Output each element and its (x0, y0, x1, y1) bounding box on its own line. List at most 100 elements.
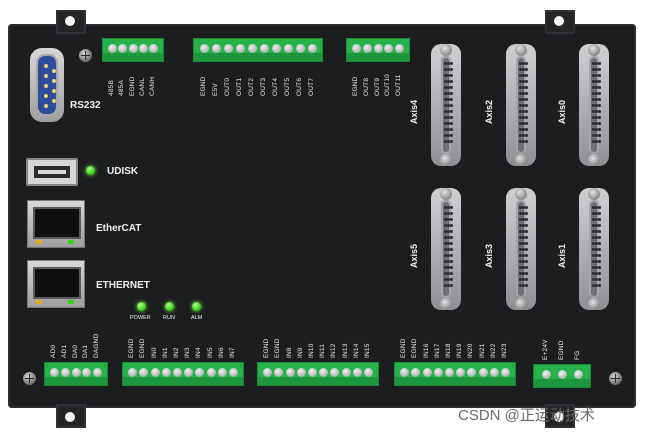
mounting-tab (545, 10, 575, 34)
terminal-screw-icon[interactable] (422, 368, 432, 377)
terminal-screw-icon[interactable] (285, 368, 295, 377)
bolt-icon (588, 44, 600, 56)
mounting-hole (554, 16, 564, 26)
terminal-screw-icon[interactable] (172, 368, 182, 377)
terminal-screw-icon[interactable] (161, 368, 171, 377)
terminal-screw-icon[interactable] (330, 368, 340, 377)
terminal-screw-icon[interactable] (352, 368, 362, 377)
terminal-screw-icon[interactable] (247, 44, 257, 53)
terminal-screw-icon[interactable] (373, 44, 383, 53)
terminal-screw-icon[interactable] (295, 44, 305, 53)
terminal-screw-icon[interactable] (107, 44, 117, 53)
terminal-pin-label: OUT5 (283, 77, 291, 96)
terminal-screw-icon[interactable] (223, 44, 233, 53)
usb-port[interactable] (26, 158, 78, 186)
mounting-tab (56, 10, 86, 34)
terminal-screw-icon[interactable] (557, 370, 567, 379)
terminal-pin-label: OUT9 (373, 77, 381, 96)
top-terminal-block-1[interactable] (193, 38, 323, 62)
terminal-screw-icon[interactable] (274, 368, 284, 377)
bottom-terminal-block-3[interactable] (394, 362, 516, 386)
terminal-pin-label: IN9 (296, 347, 304, 358)
terminal-screw-icon[interactable] (341, 368, 351, 377)
terminal-screw-icon[interactable] (283, 44, 293, 53)
terminal-screw-icon[interactable] (351, 44, 361, 53)
bottom-terminal-block-2[interactable] (257, 362, 379, 386)
ethercat-port[interactable] (27, 200, 85, 248)
terminal-screw-icon[interactable] (139, 368, 149, 377)
axis-connector-socket (441, 56, 453, 154)
ethernet-port[interactable] (27, 260, 85, 308)
axis-connector-0[interactable] (431, 44, 461, 166)
top-terminal-block-2[interactable] (346, 38, 410, 62)
terminal-screw-icon[interactable] (118, 44, 128, 53)
terminal-screw-icon[interactable] (444, 368, 454, 377)
terminal-screw-icon[interactable] (138, 44, 148, 53)
terminal-screw-icon[interactable] (573, 370, 583, 379)
bolt-icon (440, 298, 452, 310)
terminal-screw-icon[interactable] (149, 44, 159, 53)
terminal-screw-icon[interactable] (82, 368, 92, 377)
axis-connector-4[interactable] (506, 188, 536, 310)
bolt-icon (515, 188, 527, 200)
terminal-screw-icon[interactable] (411, 368, 421, 377)
axis-connector-5[interactable] (579, 188, 609, 310)
terminal-screw-icon[interactable] (271, 44, 281, 53)
terminal-screw-icon[interactable] (49, 368, 59, 377)
terminal-screw-icon[interactable] (263, 368, 273, 377)
terminal-pin-label: IN18 (444, 343, 452, 358)
terminal-screw-icon[interactable] (128, 44, 138, 53)
axis-connector-3[interactable] (431, 188, 461, 310)
terminal-screw-icon[interactable] (60, 368, 70, 377)
terminal-screw-icon[interactable] (541, 370, 551, 379)
terminal-screw-icon[interactable] (150, 368, 160, 377)
terminal-pin-label: EGND (411, 338, 419, 358)
terminal-screw-icon[interactable] (71, 368, 81, 377)
terminal-pin-label: IN21 (478, 343, 486, 358)
terminal-screw-icon[interactable] (500, 368, 510, 377)
terminal-screw-icon[interactable] (259, 44, 269, 53)
terminal-screw-icon[interactable] (93, 368, 103, 377)
terminal-screw-icon[interactable] (467, 368, 477, 377)
terminal-screw-icon[interactable] (199, 44, 209, 53)
terminal-screw-icon[interactable] (235, 44, 245, 53)
terminal-screw-icon[interactable] (296, 368, 306, 377)
terminal-screw-icon[interactable] (363, 368, 373, 377)
bottom-terminal-block-1[interactable] (122, 362, 244, 386)
terminal-screw-icon[interactable] (400, 368, 410, 377)
alm-led (192, 302, 201, 311)
terminal-pin-label: DAGND (93, 333, 101, 358)
bottom-terminal-block-0[interactable] (44, 362, 108, 386)
terminal-screw-icon[interactable] (184, 368, 194, 377)
terminal-screw-icon[interactable] (433, 368, 443, 377)
terminal-screw-icon[interactable] (228, 368, 238, 377)
terminal-screw-icon[interactable] (195, 368, 205, 377)
terminal-screw-icon[interactable] (217, 368, 227, 377)
axis-connector-1[interactable] (506, 44, 536, 166)
bolt-icon (440, 154, 452, 166)
bottom-terminal-block-4[interactable] (533, 364, 591, 388)
terminal-pin-label: EGND (400, 338, 408, 358)
terminal-screw-icon[interactable] (307, 368, 317, 377)
top-terminal-block-0[interactable] (102, 38, 164, 62)
terminal-screw-icon[interactable] (395, 44, 405, 53)
terminal-screw-icon[interactable] (478, 368, 488, 377)
terminal-screw-icon[interactable] (307, 44, 317, 53)
terminal-screw-icon[interactable] (362, 44, 372, 53)
terminal-pin-label: EGND (128, 76, 136, 96)
rs232-port[interactable] (30, 48, 64, 122)
terminal-pin-label: IN19 (456, 343, 464, 358)
terminal-screw-icon[interactable] (384, 44, 394, 53)
axis-connector-2[interactable] (579, 44, 609, 166)
terminal-screw-icon[interactable] (128, 368, 138, 377)
terminal-screw-icon[interactable] (211, 44, 221, 53)
ethernet-led (68, 300, 74, 304)
terminal-screw-icon[interactable] (206, 368, 216, 377)
mounting-hole (65, 16, 75, 26)
terminal-screw-icon[interactable] (319, 368, 329, 377)
terminal-pin-label: OUT7 (307, 77, 315, 96)
terminal-pin-label: EGND (128, 338, 136, 358)
terminal-screw-icon[interactable] (489, 368, 499, 377)
bolt-icon (588, 154, 600, 166)
terminal-screw-icon[interactable] (456, 368, 466, 377)
